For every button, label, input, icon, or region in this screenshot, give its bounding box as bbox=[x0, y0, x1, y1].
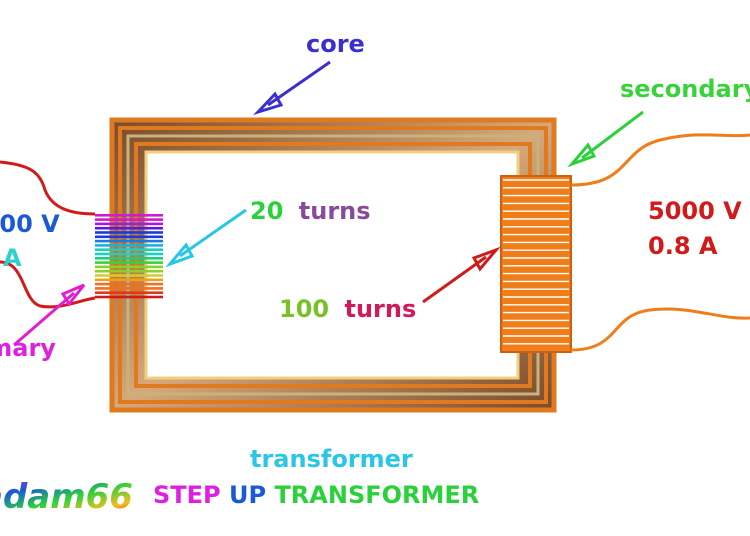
secondary-wires bbox=[570, 133, 750, 352]
primary-coil-turn bbox=[95, 239, 163, 243]
primary-coil-turn bbox=[95, 226, 163, 230]
primary-coil-turn bbox=[95, 265, 163, 269]
primary-coil-turn bbox=[95, 291, 163, 294]
primary-coil-turn bbox=[95, 244, 163, 247]
primary-coil-turn bbox=[95, 235, 163, 239]
secondary-coil-turns bbox=[503, 179, 569, 345]
primary-coil bbox=[95, 214, 163, 299]
primary-current: 4 A bbox=[0, 244, 22, 272]
primary-coil-turn bbox=[95, 261, 163, 264]
watermark: adam66 bbox=[0, 477, 133, 517]
primary-label: primary bbox=[0, 334, 56, 362]
primary-arrow bbox=[13, 283, 86, 347]
subtitle-step: STEP bbox=[153, 481, 229, 509]
primary-coil-turn bbox=[95, 282, 163, 286]
turns-20-label: 20 turns bbox=[250, 197, 371, 225]
turns-20-arrow bbox=[165, 208, 247, 268]
primary-coil-turn bbox=[95, 257, 163, 260]
primary-coil-turn bbox=[95, 218, 163, 221]
subtitle-transformer: TRANSFORMER bbox=[274, 481, 479, 509]
primary-voltage: 1000 V bbox=[0, 210, 60, 238]
turns-100-label: 100 turns bbox=[279, 295, 416, 323]
transformer-core bbox=[109, 117, 557, 413]
secondary-coil bbox=[500, 175, 572, 353]
primary-coil-turn bbox=[95, 295, 163, 299]
turns-20-number: 20 bbox=[250, 197, 283, 225]
secondary-label: secondary bbox=[620, 75, 750, 103]
primary-coil-turn bbox=[95, 214, 163, 217]
diagram-title: transformer bbox=[250, 445, 413, 473]
primary-coil-turn bbox=[95, 248, 163, 251]
primary-coil-turn bbox=[95, 269, 163, 273]
secondary-arrow bbox=[567, 110, 644, 168]
primary-coil-turn bbox=[95, 231, 163, 234]
diagram-subtitle: STEP UP TRANSFORMER bbox=[153, 481, 479, 509]
primary-wires bbox=[0, 160, 96, 309]
turns-100-word: turns bbox=[344, 295, 416, 323]
subtitle-up: UP bbox=[229, 481, 274, 509]
primary-coil-turn bbox=[95, 287, 163, 290]
turns-20-word: turns bbox=[299, 197, 371, 225]
turns-100-arrow bbox=[422, 246, 501, 304]
primary-coil-turn bbox=[95, 252, 163, 256]
primary-coil-turn bbox=[95, 278, 163, 282]
secondary-current: 0.8 A bbox=[648, 232, 718, 260]
primary-coil-turn bbox=[95, 274, 163, 277]
core-label: core bbox=[306, 30, 365, 58]
turns-100-number: 100 bbox=[279, 295, 329, 323]
secondary-voltage: 5000 V bbox=[648, 197, 742, 225]
core-arrow bbox=[253, 60, 331, 116]
primary-coil-turn bbox=[95, 222, 163, 226]
